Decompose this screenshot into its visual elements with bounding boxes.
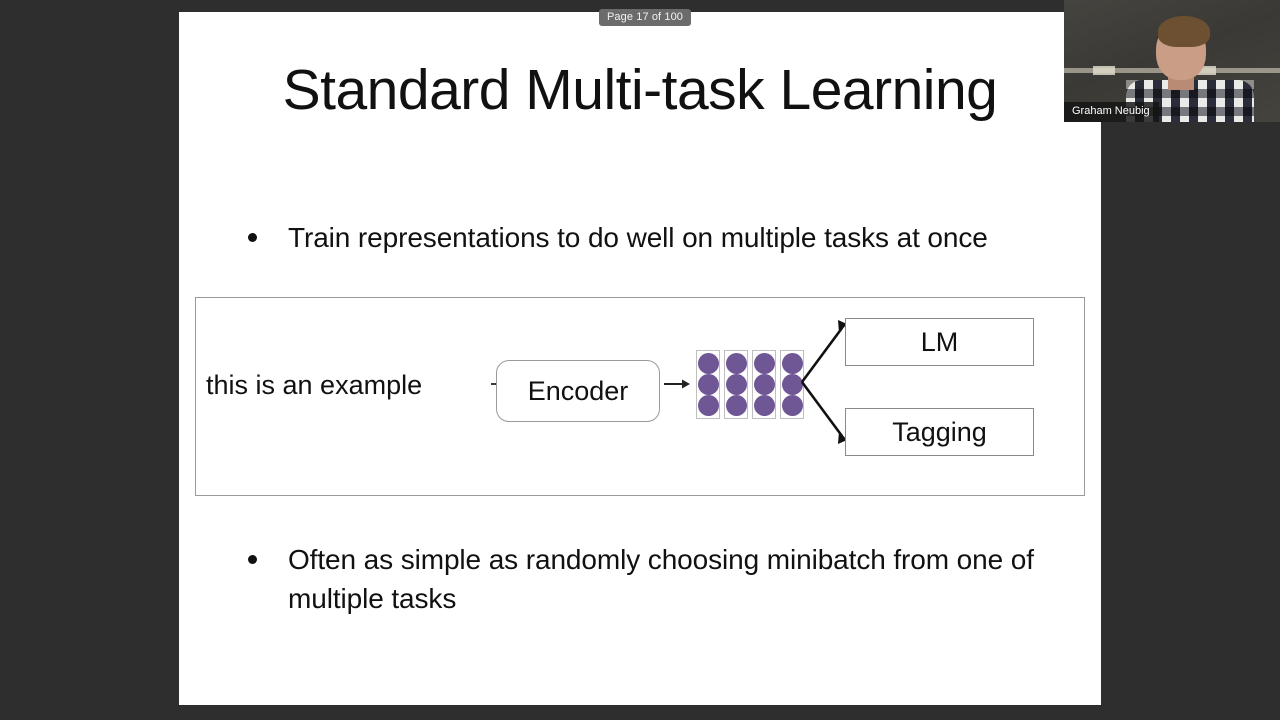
vector-cell <box>781 395 803 416</box>
chalk-piece <box>1194 66 1216 75</box>
vector-column <box>780 350 804 419</box>
vector-column <box>724 350 748 419</box>
vector-cell <box>725 395 747 416</box>
vector-cell <box>753 395 775 416</box>
representation-vector-grid <box>696 350 804 419</box>
output-box-tagging: Tagging <box>845 408 1034 456</box>
diagram-input-text: this is an example <box>206 370 423 400</box>
speaker-video-overlay: Graham Neubig <box>1064 0 1280 122</box>
vector-cell <box>781 374 803 395</box>
vector-cell <box>753 374 775 395</box>
vector-cell <box>725 374 747 395</box>
encoder-box: Encoder <box>496 360 660 422</box>
speaker-hair <box>1158 16 1210 47</box>
speaker-name-label: Graham Neubig <box>1064 102 1159 122</box>
vector-cell <box>697 353 719 374</box>
vector-cell <box>781 353 803 374</box>
bullet-item: Train representations to do well on mult… <box>248 218 1038 257</box>
page-indicator: Page 17 of 100 <box>599 9 692 26</box>
branch-arrows-icon <box>800 320 847 444</box>
bullet-item: Often as simple as randomly choosing min… <box>248 540 1038 618</box>
vector-cell <box>697 395 719 416</box>
bullet-text: Often as simple as randomly choosing min… <box>288 544 1034 614</box>
bullet-dot-icon <box>248 233 257 242</box>
multitask-diagram: this is an example Encoder <box>195 297 1085 496</box>
encoder-output-arrow-icon <box>664 379 690 389</box>
bullet-dot-icon <box>248 555 257 564</box>
slide-canvas: Standard Multi-task Learning Train repre… <box>179 12 1101 705</box>
bullet-text: Train representations to do well on mult… <box>288 222 988 253</box>
output-box-lm: LM <box>845 318 1034 366</box>
vector-column <box>696 350 720 419</box>
chalk-piece <box>1093 66 1115 75</box>
vector-cell <box>753 353 775 374</box>
vector-cell <box>697 374 719 395</box>
vector-cell <box>725 353 747 374</box>
slide-title: Standard Multi-task Learning <box>282 58 998 122</box>
vector-column <box>752 350 776 419</box>
